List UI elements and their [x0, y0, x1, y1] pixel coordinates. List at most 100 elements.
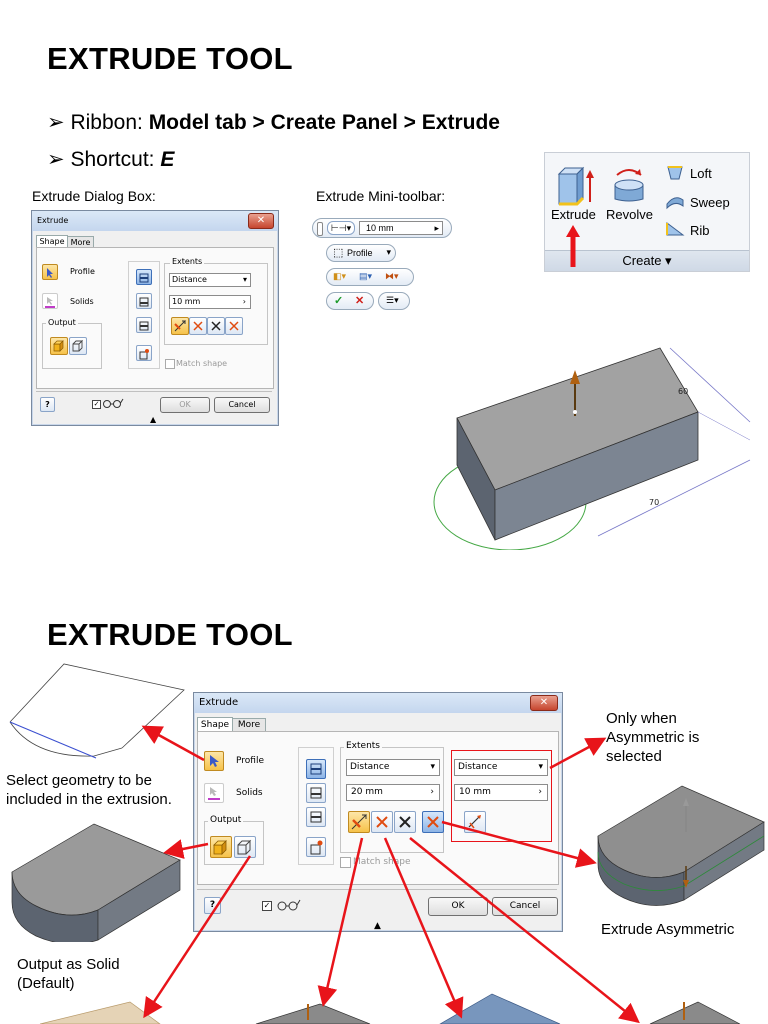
ribbon-sweep-label[interactable]: Sweep — [690, 195, 730, 210]
direction-2-button[interactable] — [306, 783, 326, 803]
grip-handle[interactable] — [317, 222, 323, 236]
asym-distance-input[interactable]: 10 mm › — [454, 784, 548, 801]
bullet-shortcut: ➢ Shortcut: E — [47, 147, 174, 172]
close-button[interactable]: ✕ — [530, 695, 558, 711]
output-solid-button[interactable] — [210, 836, 232, 858]
ok-button[interactable]: OK — [428, 897, 488, 916]
rib-icon[interactable] — [665, 219, 685, 237]
tab-more[interactable]: More — [67, 236, 94, 249]
direction-1-button[interactable] — [136, 269, 152, 285]
output-solid-button[interactable] — [50, 337, 68, 355]
dialog-caption: Extrude Dialog Box: — [32, 188, 156, 204]
ribbon-loft-label[interactable]: Loft — [690, 166, 712, 181]
dialog-title: Extrude — [199, 697, 239, 708]
output-surface-button[interactable] — [234, 836, 256, 858]
extrude-mini-toolbar: ⊢⊣▾ 10 mm ▸ ⬚ Profile ▾ ◧▾ ▤▾ ⧓▾ ✓ ✕ ☰▾ — [312, 218, 452, 318]
distance-input[interactable]: 20 mm › — [346, 784, 440, 801]
direction-icon[interactable]: ▤▾ — [359, 271, 373, 281]
extents-select[interactable]: Distance ▾ — [169, 273, 251, 287]
solids-select-button[interactable] — [42, 293, 58, 309]
close-button[interactable]: ✕ — [248, 213, 274, 229]
ok-button[interactable]: OK — [160, 397, 210, 413]
direction-asymmetric-button[interactable] — [422, 811, 444, 833]
direction-flipped-button[interactable] — [189, 317, 207, 335]
direction-1-button[interactable] — [306, 759, 326, 779]
profile-label: Profile — [236, 756, 264, 766]
asym-extents-select[interactable]: Distance ▾ — [454, 759, 548, 776]
direction-icon — [139, 297, 149, 307]
check-icon[interactable]: ✓ — [334, 295, 344, 307]
cancel-button[interactable]: Cancel — [492, 897, 558, 916]
note-extrude-asymmetric: Extrude Asymmetric — [601, 921, 735, 938]
direction-icon — [139, 321, 149, 331]
help-button[interactable]: ? — [40, 397, 55, 412]
direction-symmetric-mode-button[interactable] — [207, 317, 225, 335]
cancel-button[interactable]: Cancel — [214, 397, 270, 413]
taper-button[interactable] — [306, 837, 326, 857]
distance-icon: ⊢⊣▾ — [330, 223, 352, 233]
operation-icon[interactable]: ⧓▾ — [385, 271, 399, 281]
preview-checkbox[interactable]: ✓ — [262, 901, 272, 911]
direction-symmetric-button[interactable] — [306, 807, 326, 827]
output-surface-button[interactable] — [69, 337, 87, 355]
direction-default-button[interactable] — [171, 317, 189, 335]
match-shape-checkbox[interactable] — [340, 857, 351, 868]
result-models-strip — [39, 993, 741, 1024]
match-shape-checkbox[interactable] — [165, 359, 175, 369]
slide1-title: EXTRUDE TOOL — [47, 41, 293, 76]
bullet-ribbon-path: Model tab > Create Panel > Extrude — [148, 111, 500, 134]
expand-icon[interactable]: ▲ — [374, 921, 381, 931]
preview-checkbox[interactable]: ✓ — [92, 400, 101, 409]
direction-default-button[interactable] — [348, 811, 370, 833]
ribbon-panel-label[interactable]: Create ▾ — [545, 250, 749, 271]
direction-symmetric-icon — [399, 816, 411, 828]
bullet-arrow-icon: ➢ — [47, 148, 65, 171]
output-solid-icon[interactable]: ◧▾ — [333, 271, 347, 281]
direction-2-button[interactable] — [136, 293, 152, 309]
mini-profile-button[interactable]: ⬚ Profile ▾ — [326, 244, 396, 262]
extrude-dialog-large: Extrude ✕ Shape More Profile Solids Outp… — [193, 692, 563, 932]
ribbon-extrude-label[interactable]: Extrude — [551, 207, 596, 222]
red-arrow-icon — [566, 225, 580, 267]
solids-select-button[interactable] — [204, 783, 224, 803]
arrow-right-icon: › — [242, 297, 246, 306]
sweep-icon[interactable] — [665, 192, 685, 210]
surface-icon — [72, 339, 84, 352]
extrude-icon[interactable] — [555, 160, 595, 208]
ribbon-rib-label[interactable]: Rib — [690, 223, 710, 238]
direction-asymmetric-button[interactable] — [225, 317, 243, 335]
dim-width: 60 — [678, 387, 688, 396]
close-icon[interactable]: ✕ — [355, 295, 365, 307]
expand-icon[interactable]: ▲ — [150, 415, 157, 424]
bullet-shortcut-label: Shortcut: — [70, 148, 155, 171]
profile-icon: ⬚ — [333, 247, 344, 259]
menu-icon: ☰▾ — [386, 295, 399, 305]
direction-flipped-button[interactable] — [371, 811, 393, 833]
help-icon: ? — [45, 400, 50, 409]
loft-icon[interactable] — [665, 164, 685, 182]
revolve-icon[interactable] — [609, 163, 649, 205]
mini-menu-button[interactable]: ☰▾ — [378, 292, 410, 310]
output-label: Output — [208, 815, 244, 825]
direction-icon — [310, 811, 322, 823]
direction-icon — [310, 763, 322, 775]
profile-select-button[interactable] — [42, 264, 58, 280]
direction-symmetric-icon — [211, 321, 221, 331]
direction-symmetric-mode-button[interactable] — [394, 811, 416, 833]
mini-distance-input[interactable]: 10 mm ▸ — [359, 221, 443, 235]
taper-button[interactable] — [136, 345, 152, 361]
ribbon-revolve-label[interactable]: Revolve — [606, 207, 653, 222]
direction-symmetric-button[interactable] — [136, 317, 152, 333]
extents-label: Extents — [170, 257, 205, 266]
arrow-right-icon: ▸ — [434, 223, 439, 233]
help-button[interactable]: ? — [204, 897, 221, 914]
bullet-shortcut-key: E — [160, 148, 175, 171]
mini-extents-dropdown[interactable]: ⊢⊣▾ — [327, 221, 355, 235]
direction-asymmetric-icon — [229, 321, 239, 331]
surface-icon — [237, 839, 252, 855]
extents-select[interactable]: Distance ▾ — [346, 759, 440, 776]
help-icon: ? — [209, 900, 216, 910]
distance-input[interactable]: 10 mm › — [169, 295, 251, 309]
mini-distance-bar: ⊢⊣▾ 10 mm ▸ — [312, 218, 452, 238]
profile-select-button[interactable] — [204, 751, 224, 771]
